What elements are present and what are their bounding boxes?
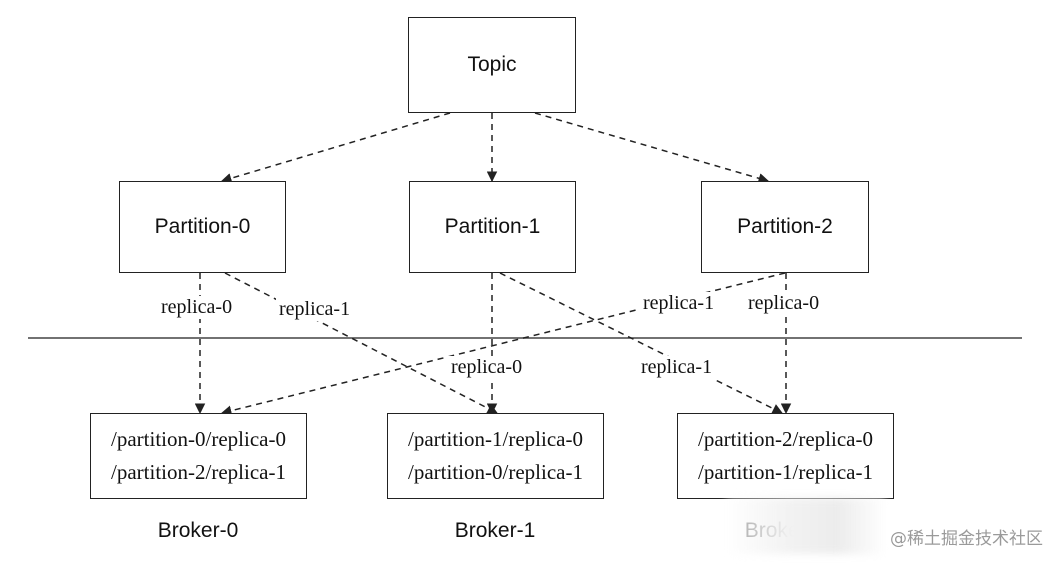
broker-1-box: /partition-1/replica-0 /partition-0/repl…	[387, 413, 604, 499]
edge-p1-replica-1	[499, 272, 783, 414]
broker-2-line-2: /partition-1/replica-1	[698, 460, 873, 484]
watermark-blur	[726, 498, 886, 554]
broker-0-line-1: /partition-0/replica-0	[111, 427, 286, 451]
edge-p2-replica-1	[220, 272, 786, 416]
broker-2-box: /partition-2/replica-0 /partition-1/repl…	[677, 413, 894, 499]
broker-1-name: Broker-1	[454, 519, 536, 542]
edge-label-p1-replica-0: replica-0	[448, 356, 526, 379]
topic-box: Topic	[408, 17, 576, 113]
broker-2-line-1: /partition-2/replica-0	[698, 427, 873, 451]
edge-label-p2-replica-1: replica-1	[640, 292, 718, 315]
partition-2-box: Partition-2	[701, 181, 869, 273]
partition-0-box: Partition-0	[119, 181, 286, 273]
partition-1-box: Partition-1	[409, 181, 576, 273]
broker-0-box: /partition-0/replica-0 /partition-2/repl…	[90, 413, 307, 499]
edge-label-p0-replica-1: replica-1	[276, 298, 354, 321]
edge-label-p1-replica-1: replica-1	[638, 356, 716, 379]
broker-1-line-1: /partition-1/replica-0	[408, 427, 583, 451]
broker-1-line-2: /partition-0/replica-1	[408, 460, 583, 484]
edge-label-p2-replica-0: replica-0	[745, 292, 823, 315]
partition-1-label: Partition-1	[444, 215, 541, 238]
edge-topic-partition-0	[220, 112, 451, 184]
partition-0-label: Partition-0	[154, 215, 251, 238]
edge-topic-partition-2	[534, 112, 770, 184]
partition-2-label: Partition-2	[737, 215, 833, 238]
broker-0-line-2: /partition-2/replica-1	[111, 460, 286, 484]
broker-0-name: Broker-0	[157, 519, 239, 542]
edge-p0-replica-1	[224, 272, 498, 414]
topic-label: Topic	[467, 53, 517, 76]
watermark-text: @稀土掘金技术社区	[890, 529, 1043, 549]
edge-label-p0-replica-0: replica-0	[158, 296, 236, 319]
